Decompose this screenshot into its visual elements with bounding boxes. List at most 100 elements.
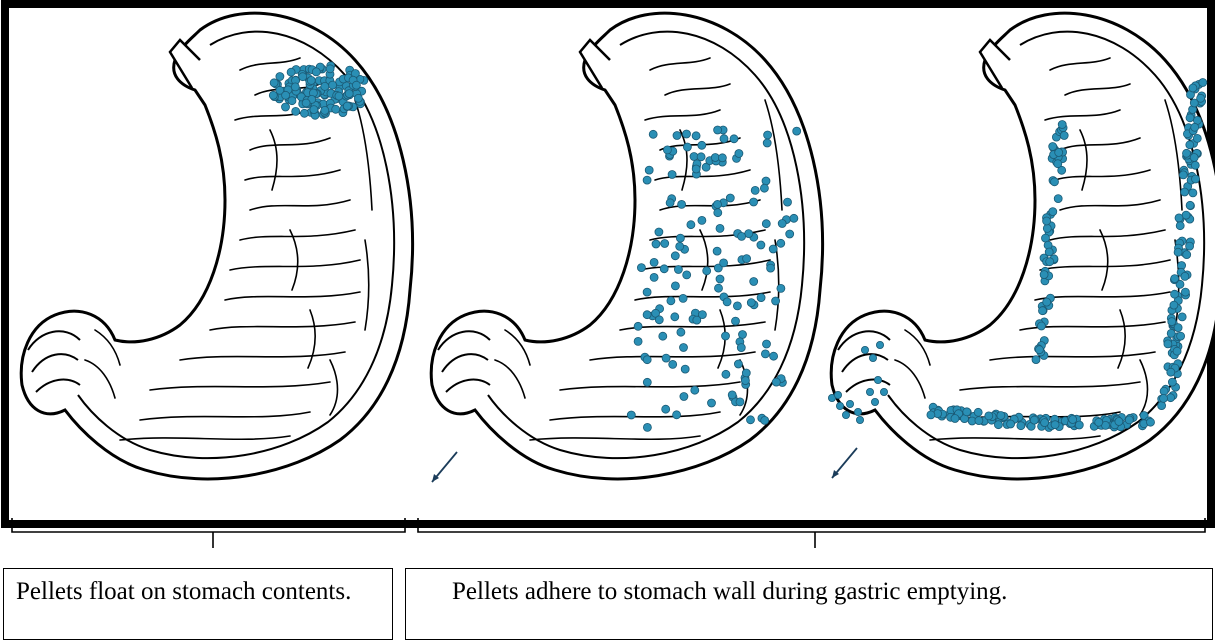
pellet	[716, 224, 724, 232]
pellet	[763, 139, 771, 147]
pellet	[332, 105, 340, 113]
pellet	[1173, 347, 1181, 355]
pellet	[784, 198, 792, 206]
pellet	[750, 198, 758, 206]
pellet	[974, 408, 982, 416]
pellet	[728, 391, 736, 399]
pellet	[757, 241, 765, 249]
pellet	[854, 408, 861, 415]
stomach-illustration-1	[21, 13, 412, 479]
pellet	[767, 264, 775, 272]
pellet	[683, 130, 691, 138]
pellet	[634, 322, 642, 330]
pellet	[1030, 416, 1038, 424]
pellet	[643, 311, 651, 319]
pellet	[671, 282, 679, 290]
pellet	[871, 398, 878, 405]
pellet	[671, 252, 679, 260]
pellet	[747, 299, 755, 307]
pellet	[692, 132, 700, 140]
pellet	[1095, 418, 1103, 426]
pellet	[757, 294, 765, 302]
stomach-illustration-2	[431, 13, 822, 479]
pellet	[1186, 141, 1194, 149]
pellet	[655, 228, 663, 236]
pellet	[282, 91, 290, 99]
pellet	[734, 360, 742, 368]
pellet	[643, 356, 651, 364]
pellet	[1046, 258, 1054, 266]
pellet	[1017, 422, 1025, 430]
pellet	[985, 412, 993, 420]
pellet	[714, 209, 722, 217]
pellet	[1192, 175, 1200, 183]
pellet	[643, 423, 651, 431]
pellet	[678, 200, 686, 208]
pellet	[720, 259, 728, 267]
pellet	[1039, 307, 1047, 315]
pellet	[777, 239, 785, 247]
pellet	[288, 97, 296, 105]
pellet	[747, 416, 755, 424]
pellet	[793, 127, 801, 135]
pellet	[762, 177, 770, 185]
pellet	[1186, 242, 1194, 250]
pellet	[777, 284, 785, 292]
pellet	[1183, 251, 1191, 259]
pellet	[1181, 288, 1189, 296]
pellet	[1171, 290, 1179, 298]
pellet	[310, 106, 318, 114]
pellet	[790, 214, 798, 222]
pellet	[703, 267, 711, 275]
pellet	[997, 412, 1005, 420]
pellet	[312, 68, 320, 76]
pellet	[662, 405, 670, 413]
pellet	[869, 354, 876, 361]
pellet	[662, 354, 670, 362]
caption-floating-text: Pellets float on stomach contents.	[16, 578, 351, 605]
pellet	[650, 258, 658, 266]
pellet	[764, 131, 772, 139]
pellet	[643, 288, 651, 296]
pellet	[772, 297, 780, 305]
pellet	[723, 298, 731, 306]
pellet	[300, 109, 308, 117]
pellet	[1040, 271, 1048, 279]
pellet	[683, 143, 691, 151]
pellet	[673, 132, 681, 140]
pellet	[1167, 368, 1175, 376]
pellet	[750, 278, 758, 286]
pellet	[751, 186, 759, 194]
pellet	[1183, 149, 1191, 157]
pellet	[778, 220, 786, 228]
pellet	[846, 400, 853, 407]
pellet	[667, 297, 675, 305]
pellet	[735, 150, 743, 158]
pellet	[722, 332, 730, 340]
pellet	[786, 230, 794, 238]
pellet	[1075, 421, 1083, 429]
pellet	[352, 81, 360, 89]
pellet	[1179, 171, 1187, 179]
caption-floating: Pellets float on stomach contents.	[3, 568, 393, 640]
pellet	[876, 341, 883, 348]
pellet	[1035, 346, 1043, 354]
pellet	[718, 154, 726, 162]
pellet	[769, 245, 777, 253]
pellet	[669, 360, 677, 368]
pellet	[637, 264, 645, 272]
pellet	[736, 398, 744, 406]
pellet	[269, 91, 277, 99]
pellet	[345, 90, 353, 98]
pellet	[743, 255, 751, 263]
pellet	[1176, 222, 1184, 230]
pellet	[354, 94, 362, 102]
pellet	[722, 370, 730, 378]
pellet	[1147, 418, 1155, 426]
pellet	[927, 411, 935, 419]
pellet	[676, 234, 684, 242]
pellet	[1190, 154, 1198, 162]
pellet	[741, 377, 749, 385]
pellet	[720, 135, 728, 143]
